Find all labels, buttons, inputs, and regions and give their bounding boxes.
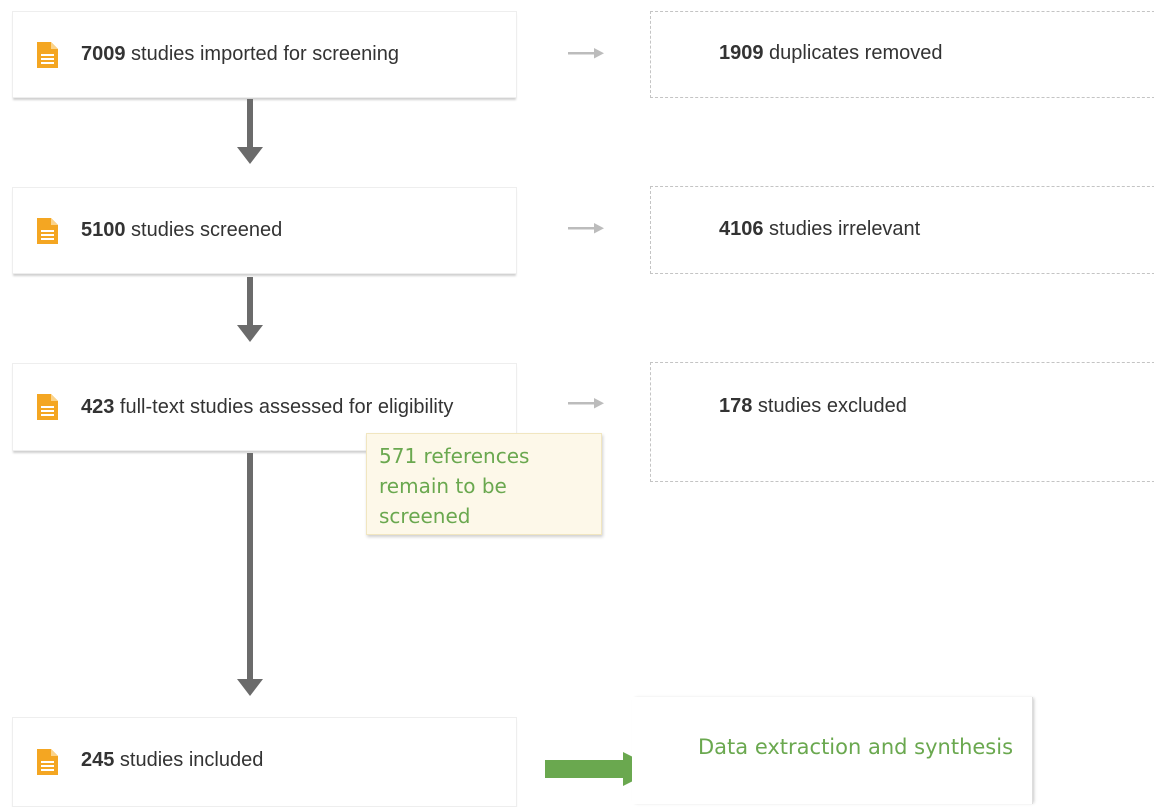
stage-description: studies imported for screening (125, 43, 399, 65)
exclusion-label-irrelevant: 4106 studies irrelevant (719, 218, 920, 241)
right-arrow-icon (568, 223, 604, 234)
down-arrow-icon (237, 99, 263, 164)
document-icon (37, 394, 58, 420)
document-icon (37, 217, 58, 244)
exclusion-count: 4106 (719, 218, 764, 240)
document-icon (37, 41, 58, 68)
right-arrow-icon (568, 398, 604, 409)
stage-description: full-text studies assessed for eligibili… (114, 396, 454, 418)
exclusion-label-duplicates: 1909 duplicates removed (719, 42, 942, 65)
down-arrow-icon (237, 277, 263, 342)
down-arrow-icon (237, 453, 263, 696)
final-step-card: Data extraction and synthesis (632, 697, 1033, 804)
stage-label-screened: 5100 studies screened (81, 219, 282, 242)
stage-box-included: 245 studies included (12, 717, 517, 807)
exclusion-box-irrelevant: 4106 studies irrelevant (650, 186, 1154, 274)
final-step-label: Data extraction and synthesis (698, 735, 1014, 759)
exclusion-description: studies excluded (752, 395, 907, 417)
stage-description: studies screened (125, 219, 283, 241)
stage-count: 423 (81, 396, 115, 418)
exclusion-count: 178 (719, 395, 753, 417)
note-line: 571 references (379, 444, 530, 468)
stage-count: 5100 (81, 219, 126, 241)
stage-count: 245 (81, 749, 115, 771)
stage-count: 7009 (81, 43, 126, 65)
exclusion-box-excluded: 178 studies excluded (650, 362, 1154, 482)
stage-label-full-text: 423 full-text studies assessed for eligi… (81, 396, 453, 419)
stage-label-included: 245 studies included (81, 749, 263, 772)
exclusion-description: studies irrelevant (763, 218, 921, 240)
pending-references-note: 571 references remain to be screened (366, 433, 602, 535)
stage-box-full-text: 423 full-text studies assessed for eligi… (12, 363, 517, 451)
exclusion-label-excluded: 178 studies excluded (719, 395, 907, 418)
stage-box-screened: 5100 studies screened (12, 187, 517, 274)
right-arrow-icon (568, 48, 604, 59)
note-line: remain to be (379, 474, 507, 498)
exclusion-description: duplicates removed (763, 42, 943, 64)
note-line: screened (379, 504, 471, 528)
stage-label-imported: 7009 studies imported for screening (81, 43, 399, 66)
exclusion-box-duplicates: 1909 duplicates removed (650, 11, 1154, 98)
exclusion-count: 1909 (719, 42, 764, 64)
stage-box-imported: 7009 studies imported for screening (12, 11, 517, 98)
stage-description: studies included (114, 749, 264, 771)
document-icon (37, 749, 58, 775)
